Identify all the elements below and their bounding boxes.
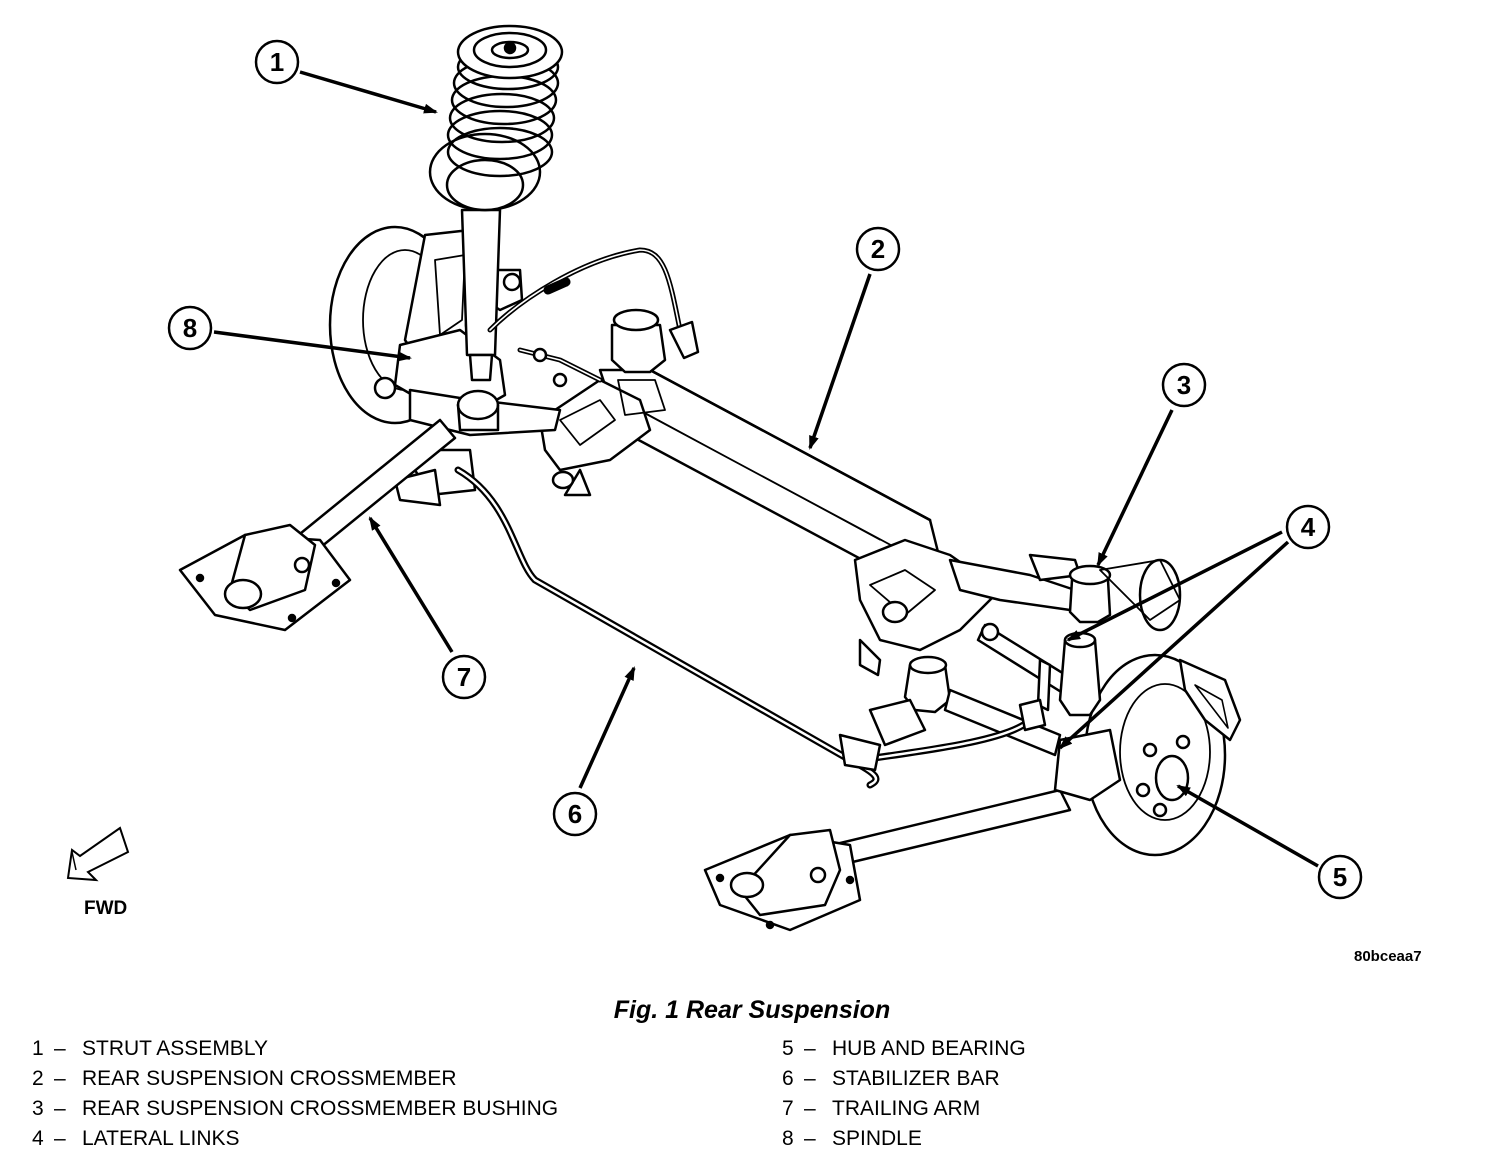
callout-arrow-7: [368, 516, 454, 653]
legend-item: 1 – STRUT ASSEMBLY: [32, 1034, 558, 1064]
legend-label: STABILIZER BAR: [832, 1067, 1000, 1090]
rear-suspension-diagram: 1 2 3 4 5 6 7 8: [66, 24, 1363, 932]
fwd-arrow-icon: [66, 826, 130, 882]
left-trailing-arm-drawing: [178, 418, 457, 632]
legend-item: 4 – LATERAL LINKS: [32, 1124, 558, 1154]
legend-item: 6 – STABILIZER BAR: [782, 1064, 1026, 1094]
legend-dash: –: [54, 1067, 66, 1090]
callout-arrow-5: [1176, 784, 1319, 868]
svg-text:3: 3: [1177, 370, 1191, 400]
legend-item: 3 – REAR SUSPENSION CROSSMEMBER BUSHING: [32, 1094, 558, 1124]
callout-arrow-4b: [1058, 540, 1290, 750]
legend-label: LATERAL LINKS: [82, 1127, 240, 1150]
callout-6: 6: [552, 791, 598, 837]
callout-7: 7: [441, 654, 487, 700]
legend-number: 3: [32, 1097, 44, 1120]
legend-dash: –: [804, 1127, 816, 1150]
legend-item: 7 – TRAILING ARM: [782, 1094, 1026, 1124]
callout-4: 4: [1285, 504, 1331, 550]
legend-label: STRUT ASSEMBLY: [82, 1037, 268, 1060]
callouts: 1 2 3 4 5 6 7 8: [167, 39, 1363, 900]
svg-text:1: 1: [270, 47, 284, 77]
svg-text:8: 8: [183, 313, 197, 343]
legend-label: TRAILING ARM: [832, 1097, 981, 1120]
callout-1: 1: [254, 39, 300, 85]
legend-label: REAR SUSPENSION CROSSMEMBER BUSHING: [82, 1097, 559, 1120]
callout-arrows: [213, 70, 1319, 868]
legend-dash: –: [54, 1097, 66, 1120]
legend-dash: –: [804, 1067, 816, 1090]
callout-arrow-4a: [1066, 530, 1283, 642]
legend-number: 5: [782, 1037, 794, 1060]
legend-number: 6: [782, 1067, 794, 1090]
legend-item: 5 – HUB AND BEARING: [782, 1034, 1026, 1064]
legend-dash: –: [804, 1037, 816, 1060]
callout-2: 2: [855, 226, 901, 272]
callout-8: 8: [167, 305, 213, 351]
strut-assembly-drawing: [428, 24, 564, 382]
legend-number: 2: [32, 1067, 44, 1090]
svg-text:2: 2: [871, 234, 885, 264]
legend-dash: –: [804, 1097, 816, 1120]
right-hub-drawing: [1053, 558, 1242, 857]
crossmember-drawing: [538, 308, 1112, 747]
right-trailing-arm-drawing: [703, 788, 1072, 932]
reference-code: 80bceaa7: [1354, 948, 1422, 965]
svg-text:7: 7: [457, 662, 471, 692]
legend-label: SPINDLE: [832, 1127, 922, 1150]
figure-title: Fig. 1 Rear Suspension: [613, 996, 891, 1024]
lateral-links-drawing: [943, 622, 1102, 757]
callout-arrow-3: [1096, 409, 1174, 567]
svg-text:5: 5: [1333, 862, 1347, 892]
callout-arrow-8: [213, 330, 412, 362]
legend-dash: –: [54, 1127, 66, 1150]
fwd-label: FWD: [84, 898, 128, 919]
legend-label: REAR SUSPENSION CROSSMEMBER: [82, 1067, 457, 1090]
svg-text:4: 4: [1301, 512, 1316, 542]
left-knuckle-drawing: [328, 225, 562, 507]
stabilizer-bar-drawing: [454, 466, 1047, 789]
callout-5: 5: [1317, 854, 1363, 900]
legend-left-column: 1 – STRUT ASSEMBLY 2 – REAR SUSPENSION C…: [32, 1034, 558, 1154]
callout-arrow-2: [808, 273, 872, 450]
legend-dash: –: [54, 1037, 66, 1060]
callout-arrow-1: [299, 70, 438, 114]
svg-text:6: 6: [568, 799, 582, 829]
legend-number: 4: [32, 1127, 44, 1150]
callout-arrow-6: [578, 666, 636, 789]
legend-number: 1: [32, 1037, 44, 1060]
legend-label: HUB AND BEARING: [832, 1037, 1026, 1060]
callout-3: 3: [1161, 362, 1207, 408]
brake-line-drawing: [487, 247, 700, 388]
legend-item: 2 – REAR SUSPENSION CROSSMEMBER: [32, 1064, 558, 1094]
legend-number: 8: [782, 1127, 794, 1150]
legend-item: 8 – SPINDLE: [782, 1124, 1026, 1154]
legend-number: 7: [782, 1097, 794, 1120]
legend-right-column: 5 – HUB AND BEARING 6 – STABILIZER BAR 7…: [782, 1034, 1026, 1154]
